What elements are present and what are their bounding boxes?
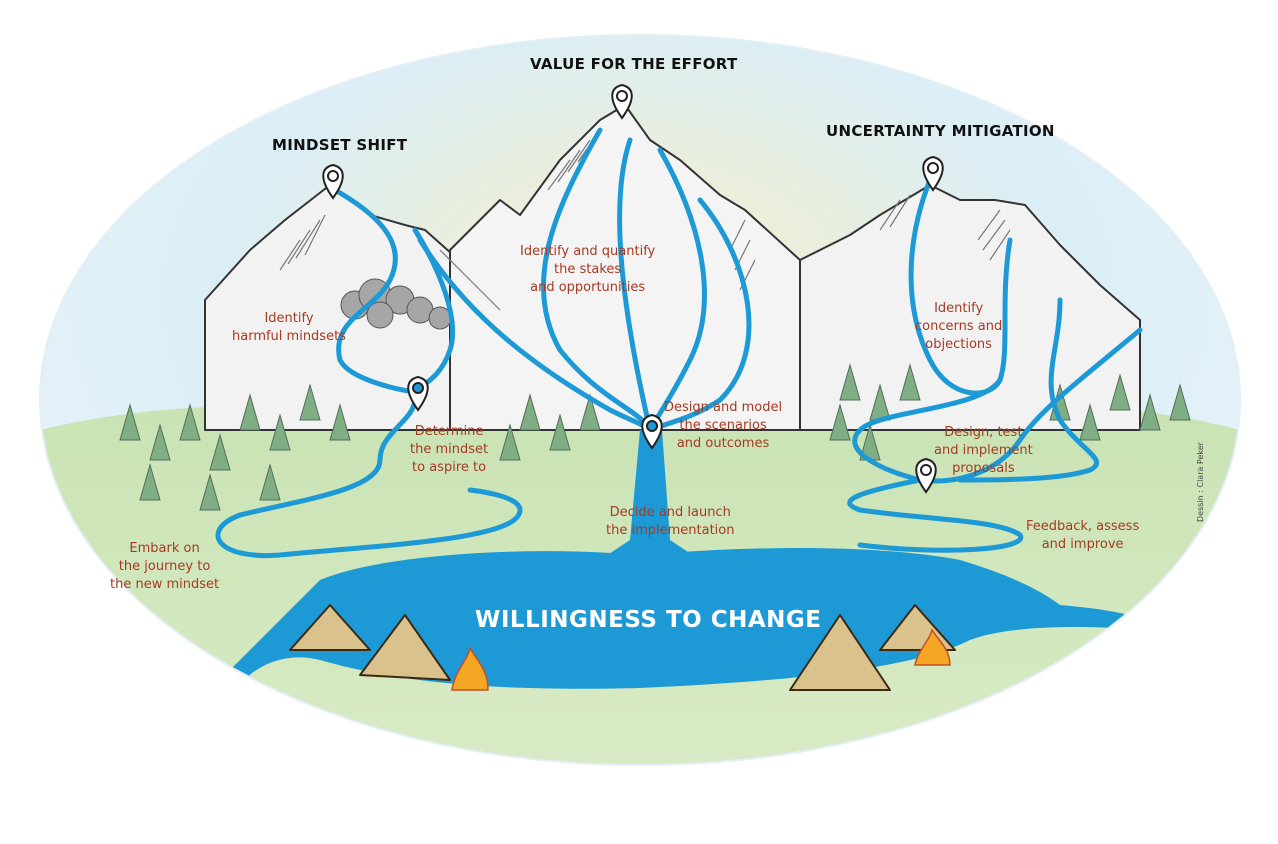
pin-icon-determine [407,375,429,412]
pin-icon-design-model [641,413,663,450]
step-decide-launch: Decide and launch the implementation [606,505,735,538]
pin-icon-value-peak [611,83,633,120]
tent-1 [289,604,371,651]
pin-icon-uncertainty-peak [922,155,944,192]
pin-icon-design-test [915,457,937,494]
mountain-hatching [279,129,1011,311]
center-stream [600,430,700,560]
lake-label: WILLINGNESS TO CHANGE [475,607,822,633]
step-identify-concerns: Identify concerns and objections [915,301,1003,352]
rivers [215,127,1143,559]
peak-title-mindset-shift: MINDSET SHIFT [272,136,408,154]
step-identify-harmful-mindsets: Identify harmful mindsets [232,311,346,344]
step-design-model-scenarios: Design and model the scenarios and outco… [664,400,783,451]
forest [119,363,1191,511]
step-determine-mindset: Determine the mindset to aspire to [410,424,489,475]
tent-2 [359,614,451,681]
location-pins [322,83,944,494]
lake [210,548,1152,690]
fire-left [451,645,489,691]
tent-3 [789,614,891,691]
step-design-test-implement: Design, test and implement proposals [934,425,1033,476]
step-embark-journey: Embark on the journey to the new mindset [110,541,220,592]
illustration-credit: Dessin : Clara Peker [1196,442,1205,522]
fire-right [914,628,951,666]
step-identify-quantify: Identify and quantify the stakes and opp… [520,244,656,295]
peak-title-value-for-effort: VALUE FOR THE EFFORT [530,55,738,73]
pin-icon-mindset-peak [322,163,344,200]
campfires [451,628,951,691]
peak-title-uncertainty-mitigation: UNCERTAINTY MITIGATION [826,122,1055,140]
step-feedback-assess: Feedback, assess and improve [1026,519,1140,552]
smoke-cloud [340,278,452,330]
oval-outline [39,34,1241,766]
